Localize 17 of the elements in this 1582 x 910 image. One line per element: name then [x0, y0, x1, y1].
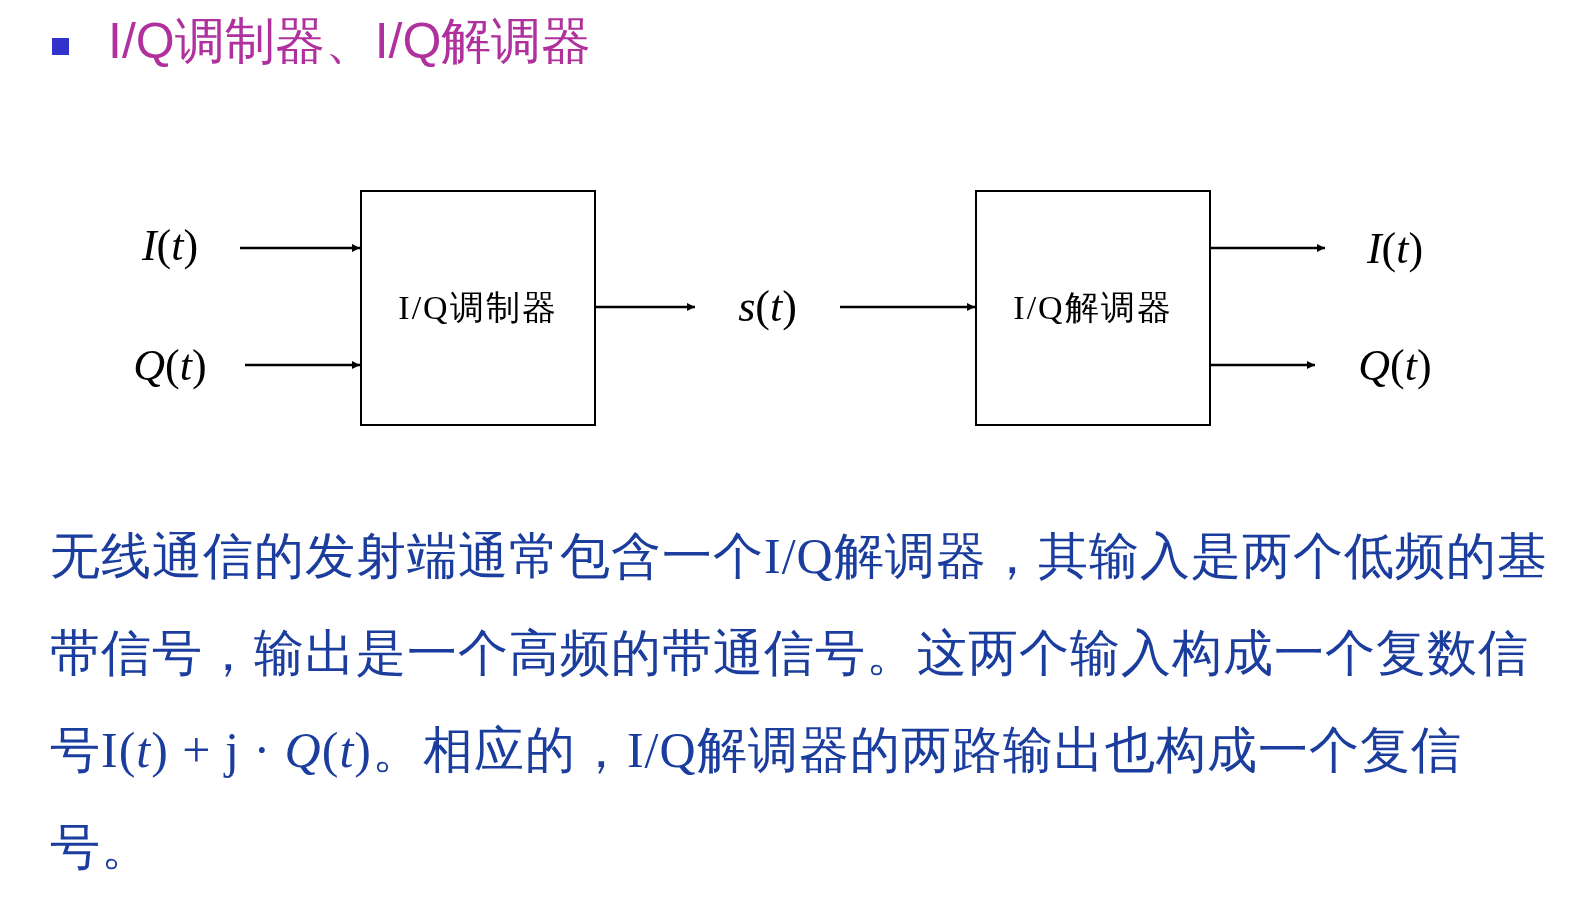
arrow — [1211, 244, 1325, 252]
block-label: I/Q调制器 — [398, 288, 558, 328]
demodulator-block — [975, 190, 1211, 426]
arrow — [840, 303, 975, 311]
block-label: I/Q解调器 — [1013, 288, 1173, 328]
signal-label: s(t) — [738, 280, 797, 332]
modulator-block — [360, 190, 596, 426]
paragraph: 无线通信的发射端通常包含一个I/Q解调器，其输入是两个低频的基带信号，输出是一个高频的带通信号。这两个输入构成一个复数信号I(t) + j · Q(t)。相应的，I/Q解调器的两路输出也构成一个复信号。 — [50, 527, 1549, 877]
arrow — [240, 244, 360, 252]
arrow — [596, 303, 695, 311]
signal-label: Q(t) — [1358, 339, 1432, 391]
signal-label: I(t) — [141, 219, 199, 271]
arrow — [245, 361, 360, 369]
signal-label: Q(t) — [133, 339, 207, 391]
arrow — [1211, 361, 1315, 369]
title: I/Q调制器、I/Q解调器 — [108, 12, 592, 71]
signal-label: I(t) — [1366, 222, 1424, 274]
